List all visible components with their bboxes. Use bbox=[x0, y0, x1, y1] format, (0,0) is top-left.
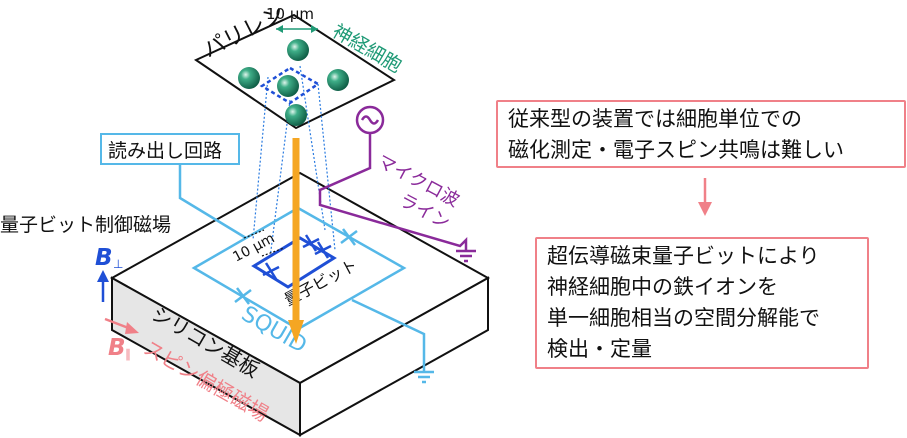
conventional-limit-line-2: 磁化測定・電子スピン共鳴は難しい bbox=[508, 138, 844, 162]
b-perp-subscript: ⊥ bbox=[113, 257, 123, 271]
neuron-cell bbox=[285, 104, 307, 126]
qubit-field-label: 量子ビット制御磁場 bbox=[0, 214, 171, 236]
b-par-subscript: ∥ bbox=[125, 347, 131, 361]
neuron-cell bbox=[327, 69, 349, 91]
scale-label-top: 10 μm bbox=[266, 5, 314, 23]
probe-arrow bbox=[288, 138, 304, 344]
qubit-detection-line-4: 検出・定量 bbox=[547, 337, 652, 361]
qubit-junctions bbox=[262, 234, 332, 280]
b-par-arrow bbox=[104, 317, 139, 334]
projection-lines bbox=[252, 65, 336, 259]
neuron-cell bbox=[277, 75, 299, 97]
neuron-cells bbox=[238, 39, 349, 126]
parylene-sheet bbox=[193, 13, 397, 130]
qubit-detection-line-3: 単一細胞相当の空間分解能で bbox=[547, 306, 820, 330]
ground-icon bbox=[414, 370, 434, 384]
qubit-loop bbox=[251, 236, 337, 289]
microwave-line bbox=[318, 105, 468, 250]
qubit-detection-line-2: 神経細胞中の鉄イオンを bbox=[547, 275, 778, 299]
squid-junctions bbox=[234, 228, 358, 305]
readout-label-frame bbox=[100, 133, 240, 165]
qubit-detection-line-1: 超伝導磁束量子ビットにより bbox=[547, 244, 820, 268]
readout-label: 読み出し回路 bbox=[108, 140, 222, 162]
neuron-cell bbox=[238, 67, 260, 89]
microwave-ground-icon bbox=[456, 249, 476, 263]
qubit-detection-box: 超伝導磁束量子ビットにより 神経細胞中の鉄イオンを 単一細胞相当の空間分解能で … bbox=[535, 237, 869, 369]
neuron-cell bbox=[287, 39, 309, 61]
b-perp-arrow bbox=[97, 270, 109, 302]
chip-scale-bar bbox=[243, 229, 285, 257]
top-scale-bar bbox=[276, 25, 318, 33]
conventional-limit-line-1: 従来型の装置では細胞単位での bbox=[508, 107, 802, 131]
b-perp-label: B bbox=[95, 245, 113, 271]
conventional-limit-box: 従来型の装置では細胞単位での 磁化測定・電子スピン共鳴は難しい bbox=[496, 100, 906, 168]
cell-focus-diamond bbox=[259, 66, 321, 105]
b-par-label: B bbox=[108, 335, 126, 361]
flow-arrow bbox=[698, 178, 712, 216]
